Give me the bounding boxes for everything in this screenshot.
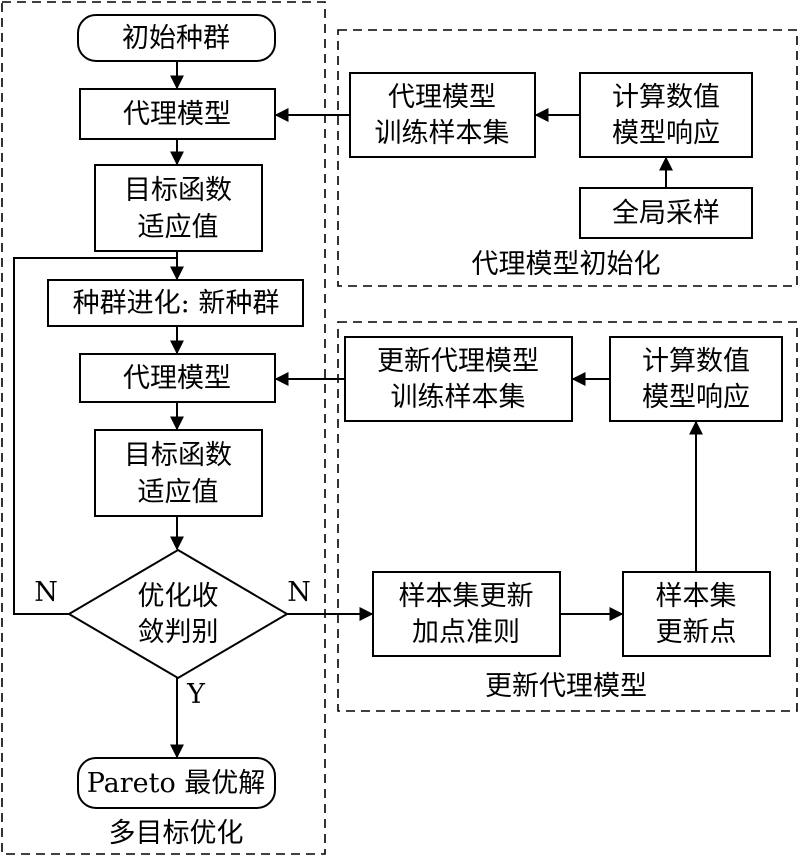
compute-response-line2-2: 模型响应: [642, 382, 750, 413]
decision-line1: 优化收: [138, 581, 219, 612]
pareto-result-text: Pareto 最优解: [87, 768, 266, 799]
training-set-box: [349, 72, 536, 158]
surrogate-model-box-1: [79, 88, 276, 140]
update-criterion-line1: 样本集更新: [399, 581, 534, 612]
update-training-line2: 训练样本集: [391, 382, 526, 413]
label-n-left: N: [34, 577, 58, 608]
fitness-box-2: [94, 429, 263, 517]
compute-response-line2-1: 模型响应: [612, 118, 720, 149]
compute-response-line1-2: 计算数值: [642, 346, 750, 377]
label-n-right: N: [287, 577, 311, 608]
training-set-line2: 训练样本集: [375, 118, 510, 149]
update-panel-title: 更新代理模型: [485, 671, 647, 702]
decision-line2: 敛判别: [138, 617, 219, 648]
update-criterion-box: [372, 571, 561, 657]
multiobjective-panel: [1, 1, 326, 855]
fitness-line1-2: 目标函数: [124, 440, 232, 471]
surrogate-model-text-2: 代理模型: [123, 363, 231, 394]
compute-response-line1-1: 计算数值: [612, 82, 720, 113]
global-sampling-text: 全局采样: [612, 198, 720, 229]
loop-back-line: [13, 257, 177, 615]
fitness-line2-1: 适应值: [138, 212, 219, 243]
update-training-box: [344, 336, 573, 422]
compute-response-box-1: [579, 72, 753, 158]
new-points-line2: 更新点: [656, 617, 737, 648]
update-panel: [337, 321, 798, 712]
convergence-decision: [67, 548, 289, 680]
evolution-text: 种群进化: 新种群: [73, 288, 280, 319]
update-criterion-line2: 加点准则: [412, 617, 520, 648]
fitness-line1-1: 目标函数: [124, 175, 232, 206]
training-set-line1: 代理模型: [388, 82, 496, 113]
surrogate-model-text-1: 代理模型: [123, 99, 231, 130]
fitness-line2-2: 适应值: [138, 477, 219, 508]
multiobjective-title: 多目标优化: [109, 818, 244, 849]
compute-response-box-2: [609, 336, 783, 422]
label-y: Y: [186, 679, 206, 710]
update-training-line1: 更新代理模型: [377, 346, 539, 377]
new-points-line1: 样本集: [656, 581, 737, 612]
evolution-box: [47, 279, 304, 327]
init-panel-title: 代理模型初始化: [472, 249, 661, 280]
initial-population-text: 初始种群: [122, 23, 230, 54]
init-panel: [337, 29, 798, 287]
